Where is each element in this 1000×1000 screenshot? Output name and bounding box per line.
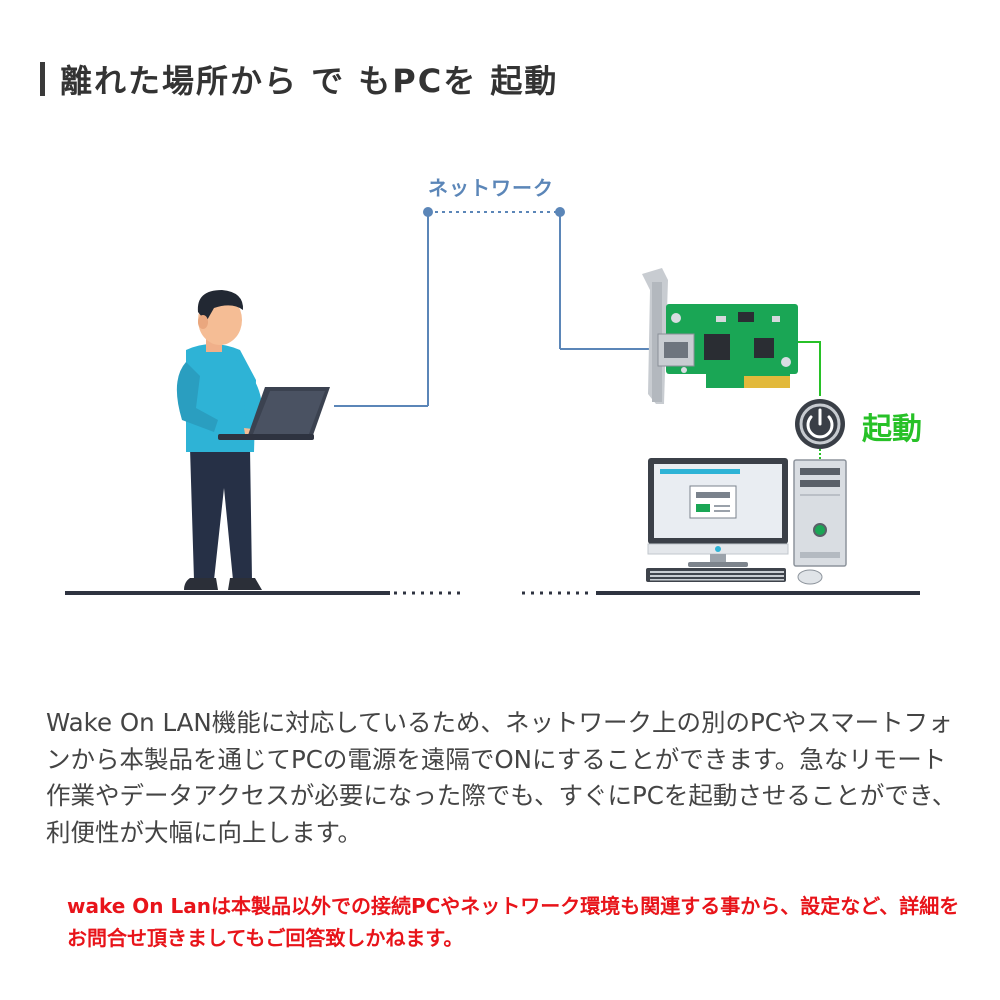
- wake-signal-line: [798, 341, 821, 396]
- disclaimer-note: wake On Lanは本製品以外での接続PCやネットワーク環境も関連する事から…: [67, 894, 960, 950]
- desktop-pc-illustration: [646, 458, 847, 585]
- page-title: 離れた場所から で もPCを 起動: [60, 62, 559, 100]
- network-node-right: [555, 207, 565, 217]
- title-accent-bar: [40, 62, 45, 96]
- network-label: ネットワーク: [428, 176, 554, 200]
- description-text: Wake On LAN機能に対応しているため、ネットワーク上の別のPCやスマート…: [46, 708, 957, 847]
- power-icon: [795, 399, 845, 449]
- person-with-laptop-illustration: [176, 290, 330, 590]
- boot-label: 起動: [862, 412, 922, 447]
- network-card-illustration: [642, 268, 798, 404]
- network-connection: [334, 211, 658, 407]
- network-node-left: [423, 207, 433, 217]
